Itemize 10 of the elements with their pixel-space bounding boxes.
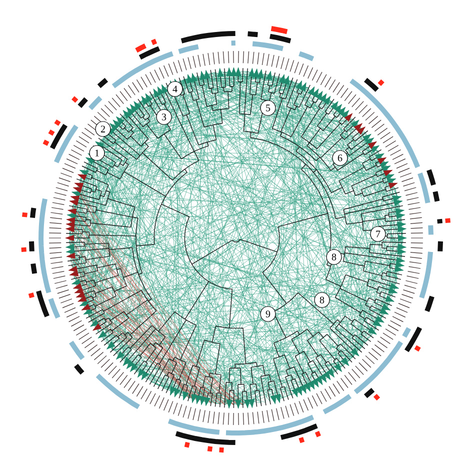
callout-number: 8	[314, 292, 330, 308]
callout-number: 3	[156, 109, 172, 125]
callout-number: 7	[370, 226, 386, 242]
callout-number: 8	[326, 249, 342, 265]
callout-number: 1	[89, 145, 105, 161]
callout-number: 5	[260, 100, 276, 116]
callout-number: 9	[260, 306, 276, 322]
callout-number: 4	[167, 81, 183, 97]
callout-number: 6	[332, 150, 348, 166]
callout-number: 2	[95, 121, 111, 137]
